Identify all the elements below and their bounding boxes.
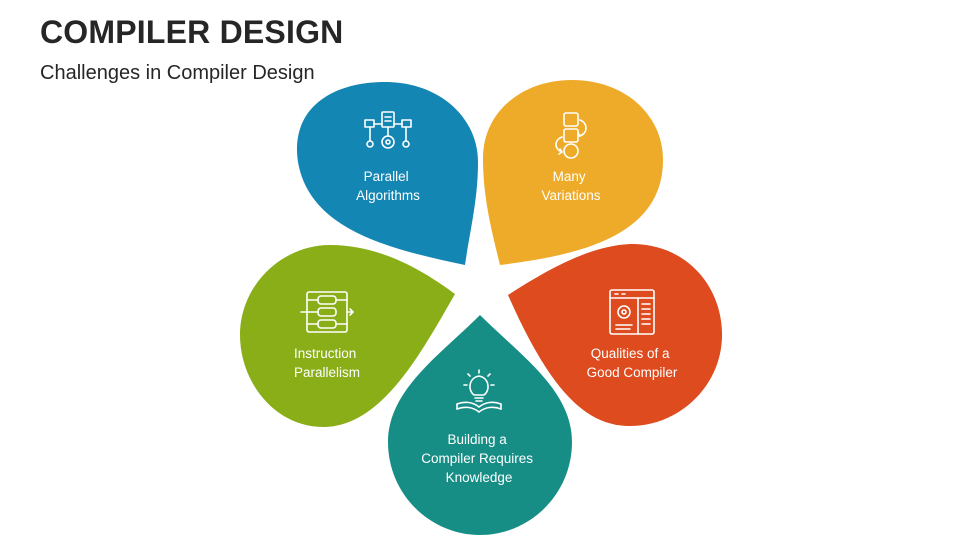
petal-label: Parallel Algorithms <box>356 169 420 203</box>
petal-building-compiler-knowledge: Building a Compiler Requires Knowledge <box>388 315 572 535</box>
petal-label-line: Parallel <box>364 169 409 184</box>
petal-shape <box>508 243 722 426</box>
petal-label-line: Instruction <box>294 346 356 361</box>
petal-label-line: Qualities of a <box>591 346 670 361</box>
slide-title: COMPILER DESIGN <box>40 14 344 50</box>
petal-shape <box>483 80 663 265</box>
settings-window-icon <box>609 289 655 335</box>
petal-label: Instruction Parallelism <box>294 346 360 380</box>
petal-label-line: Building a <box>447 432 507 447</box>
petal-parallel-algorithms: Parallel Algorithms <box>296 82 478 265</box>
petal-label-line: Algorithms <box>356 188 420 203</box>
petal-shape <box>296 82 478 265</box>
petal-shape <box>388 315 572 535</box>
petal-many-variations: Many Variations <box>483 80 663 265</box>
algorithm-flowchart-icon <box>364 111 412 149</box>
petal-label: Qualities of a Good Compiler <box>587 346 678 380</box>
petal-instruction-parallelism: Instruction Parallelism <box>240 245 455 428</box>
petal-label: Many Variations <box>541 169 600 203</box>
lightbulb-book-icon <box>456 369 502 413</box>
slide-subtitle: Challenges in Compiler Design <box>40 62 315 84</box>
petal-label: Building a Compiler Requires Knowledge <box>421 432 537 485</box>
petal-label-line: Good Compiler <box>587 365 678 380</box>
petal-shape <box>240 245 455 428</box>
petal-label-line: Parallelism <box>294 365 360 380</box>
petal-label-line: Compiler Requires <box>421 451 533 466</box>
petal-label-line: Variations <box>541 188 600 203</box>
petal-label-line: Many <box>553 169 586 184</box>
parallel-pipeline-icon <box>300 291 354 333</box>
petal-label-line: Knowledge <box>446 470 513 485</box>
cycle-variations-icon <box>555 112 587 159</box>
petal-qualities-good-compiler: Qualities of a Good Compiler <box>508 243 722 426</box>
